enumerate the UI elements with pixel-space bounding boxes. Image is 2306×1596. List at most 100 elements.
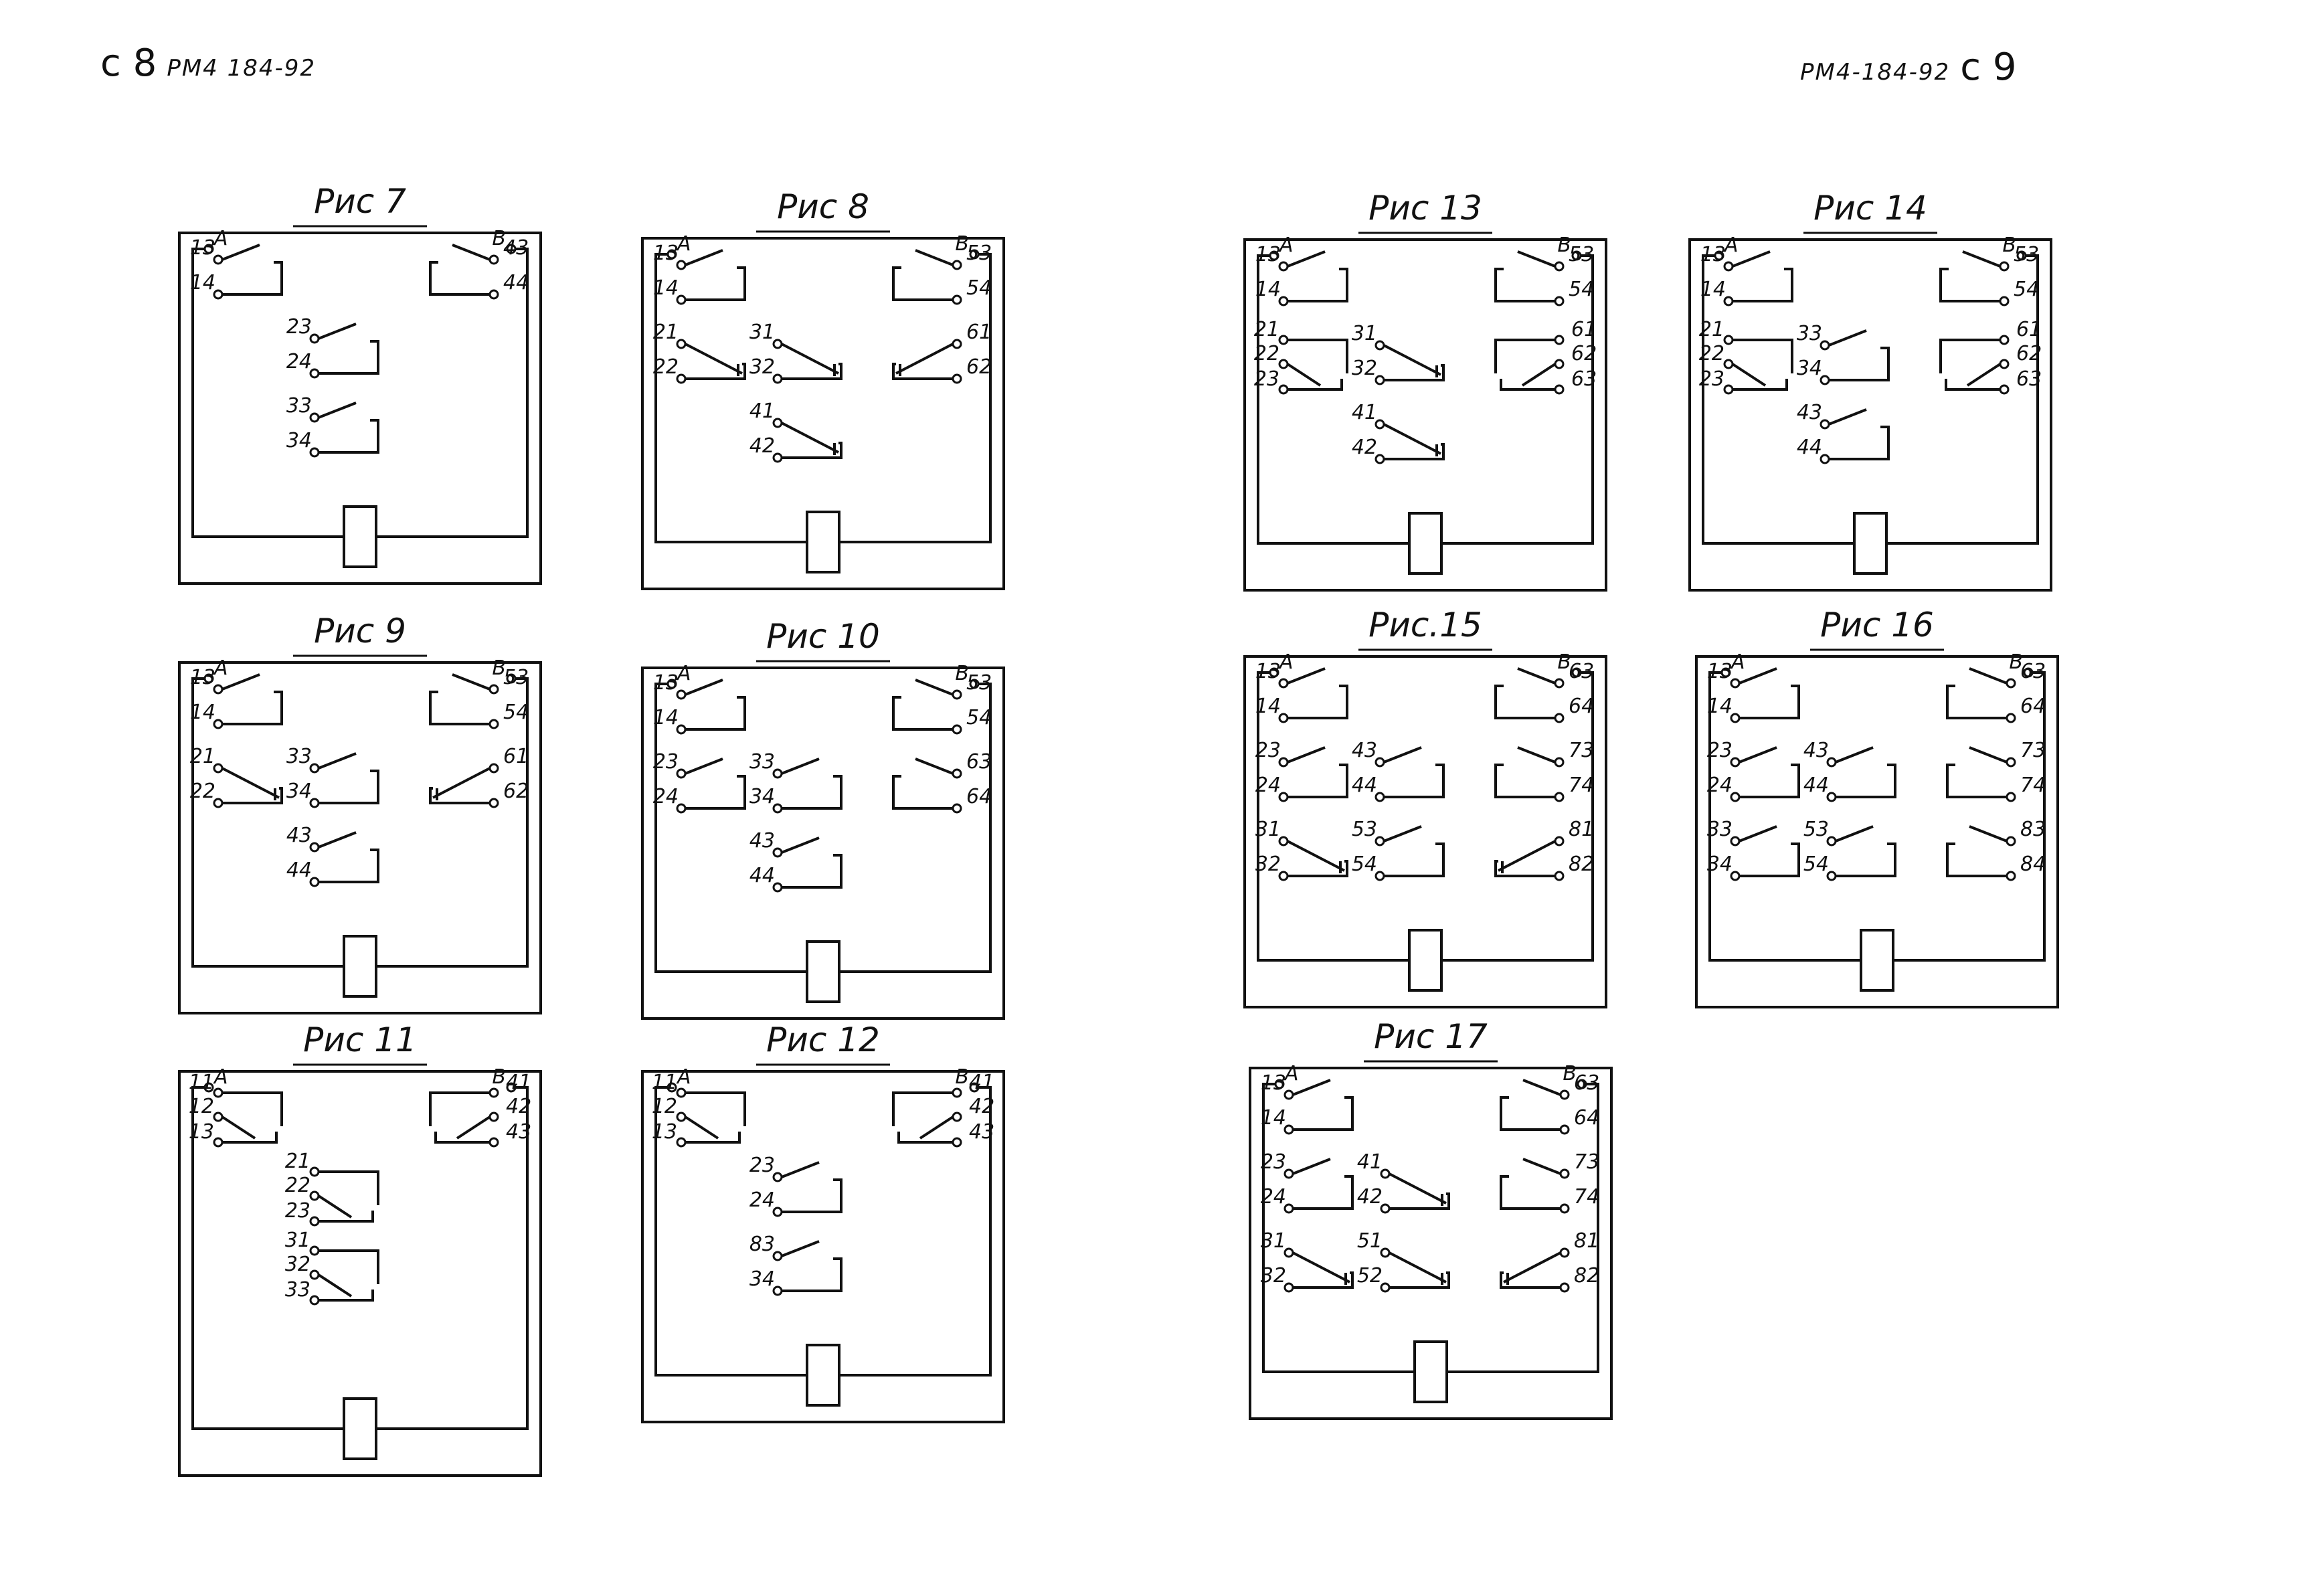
- relay-housing: [641, 667, 1005, 1020]
- contact-label: 23: [1261, 1150, 1286, 1174]
- relay-coil: [343, 1397, 377, 1460]
- figure-title: Рис 10: [766, 617, 880, 656]
- contact-wire: [1293, 1175, 1354, 1210]
- contact-label: 54: [1569, 278, 1594, 301]
- contact-label: 21: [653, 321, 679, 344]
- contact-wire: [1494, 268, 1555, 302]
- contact-label: 31: [1261, 1229, 1286, 1253]
- terminal-circle: [1559, 1247, 1570, 1258]
- contact-wire: [1384, 764, 1445, 798]
- contact-blade: [318, 831, 357, 849]
- contact-label: 21: [285, 1150, 311, 1173]
- relay-housing: [1695, 655, 2059, 1008]
- contact-wire: [1500, 1175, 1561, 1210]
- contact-blade: [1828, 408, 1867, 426]
- supply-wire-b: [1441, 254, 1594, 545]
- terminal-circle: [1999, 335, 2010, 345]
- supply-wire-a: [1257, 671, 1409, 962]
- contact-label: 61: [966, 321, 992, 344]
- terminal-b-label: B: [2009, 650, 2023, 674]
- contact-label: 32: [1255, 853, 1281, 876]
- contact-blade: [317, 1273, 353, 1298]
- contact-label: 62: [503, 780, 529, 803]
- terminal-a-label: A: [676, 232, 691, 256]
- terminal-a: [667, 1082, 677, 1093]
- terminal-circle: [489, 719, 499, 729]
- terminal-circle: [2006, 713, 2016, 723]
- supply-wire-b: [1441, 671, 1594, 962]
- contact-label: 13: [1700, 243, 1726, 266]
- supply-wire-a: [191, 248, 344, 538]
- contact-wire: [1288, 379, 1343, 391]
- contact-blade: [1389, 1251, 1447, 1283]
- contact-label: 53: [1803, 818, 1829, 841]
- contact-label: 14: [1707, 695, 1733, 718]
- terminal-a: [203, 244, 214, 254]
- contact-blade: [915, 679, 954, 696]
- terminal-a-label: A: [1278, 650, 1294, 674]
- terminal-circle: [489, 289, 499, 300]
- terminal-circle: [1554, 335, 1565, 345]
- contact-label: 62: [966, 355, 992, 379]
- relay-coil: [343, 505, 377, 568]
- contact-blade: [684, 1116, 719, 1140]
- contact-blade: [895, 343, 954, 375]
- contact-label: 34: [749, 785, 775, 808]
- contact-label: 13: [189, 1120, 214, 1144]
- terminal-circle: [676, 1087, 687, 1098]
- contact-label: 64: [2020, 695, 2046, 718]
- contact-blade: [221, 673, 260, 691]
- terminal-b-label: B: [955, 662, 969, 685]
- contact-label: 41: [749, 400, 775, 423]
- contact-label: 23: [749, 1154, 775, 1177]
- contact-label: 13: [1707, 660, 1733, 683]
- contact-label: 64: [1574, 1106, 1599, 1130]
- contact-label: 13: [190, 666, 215, 689]
- contact-wire: [1384, 843, 1445, 877]
- contact-wire: [429, 691, 490, 725]
- contact-wire: [1946, 843, 2007, 877]
- contact-label: 13: [190, 236, 215, 260]
- contact-label: 33: [286, 394, 312, 418]
- relay-coil: [1413, 1340, 1448, 1403]
- terminal-b-label: B: [492, 1065, 506, 1089]
- terminal-circle: [309, 1166, 320, 1177]
- terminal-b: [2016, 250, 2027, 261]
- relay-coil: [806, 940, 840, 1003]
- terminal-circle: [1559, 1282, 1570, 1293]
- contact-wire: [222, 261, 283, 296]
- contact-label: 62: [2016, 342, 2042, 365]
- contact-label: 23: [1707, 739, 1733, 762]
- contact-label: 14: [190, 271, 215, 294]
- contact-label: 54: [1803, 853, 1829, 876]
- contact-wire: [1500, 1271, 1561, 1289]
- contact-blade: [221, 1116, 256, 1140]
- left-document-code: РМ4 184-92: [167, 55, 317, 82]
- contact-label: 52: [1357, 1264, 1383, 1288]
- contact-blade: [781, 343, 839, 375]
- contact-wire: [685, 1132, 741, 1144]
- terminal-circle: [952, 1087, 962, 1098]
- terminal-b-label: B: [1557, 650, 1571, 674]
- supply-wire-b: [376, 248, 529, 538]
- contact-wire: [782, 1257, 842, 1292]
- contact-label: 64: [1569, 695, 1594, 718]
- figure-title: Рис 11: [303, 1021, 417, 1059]
- terminal-b-label: B: [955, 232, 969, 256]
- terminal-circle: [213, 1087, 224, 1098]
